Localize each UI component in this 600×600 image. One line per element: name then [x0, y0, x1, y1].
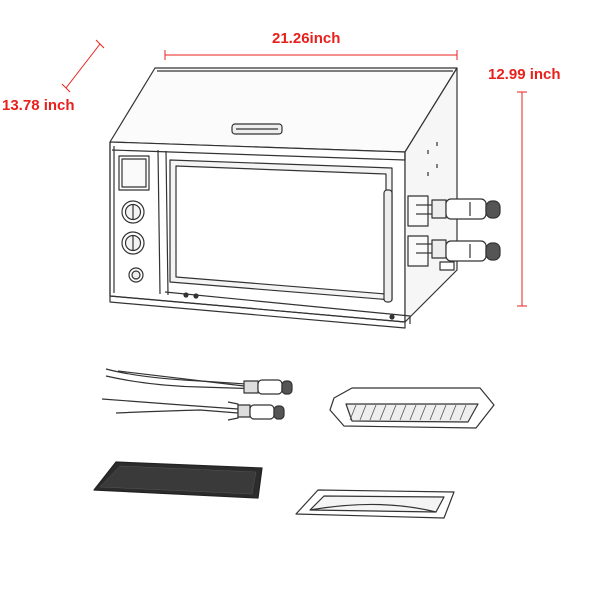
- upper-knob: [121, 200, 145, 224]
- side-vents: [427, 142, 438, 176]
- height-label: 12.99 inch: [488, 66, 561, 83]
- oven-top: [109, 67, 458, 153]
- lower-knob: [121, 231, 145, 255]
- baking-tray: [295, 489, 455, 519]
- dimension-lines: [61, 39, 527, 307]
- grill-pan: [329, 387, 495, 429]
- rotisserie-spit-long: [105, 368, 293, 395]
- depth-label: 13.78 inch: [2, 97, 75, 114]
- mesh-mat: [93, 461, 263, 499]
- lower-rod-handle: [416, 239, 501, 262]
- rotisserie-spit-fork: [101, 398, 285, 421]
- oven: [109, 67, 458, 329]
- upper-rod-handle: [416, 198, 501, 220]
- width-label: 21.26inch: [272, 30, 341, 47]
- depth-dimension-line: [65, 43, 101, 89]
- door-handle: [383, 189, 393, 303]
